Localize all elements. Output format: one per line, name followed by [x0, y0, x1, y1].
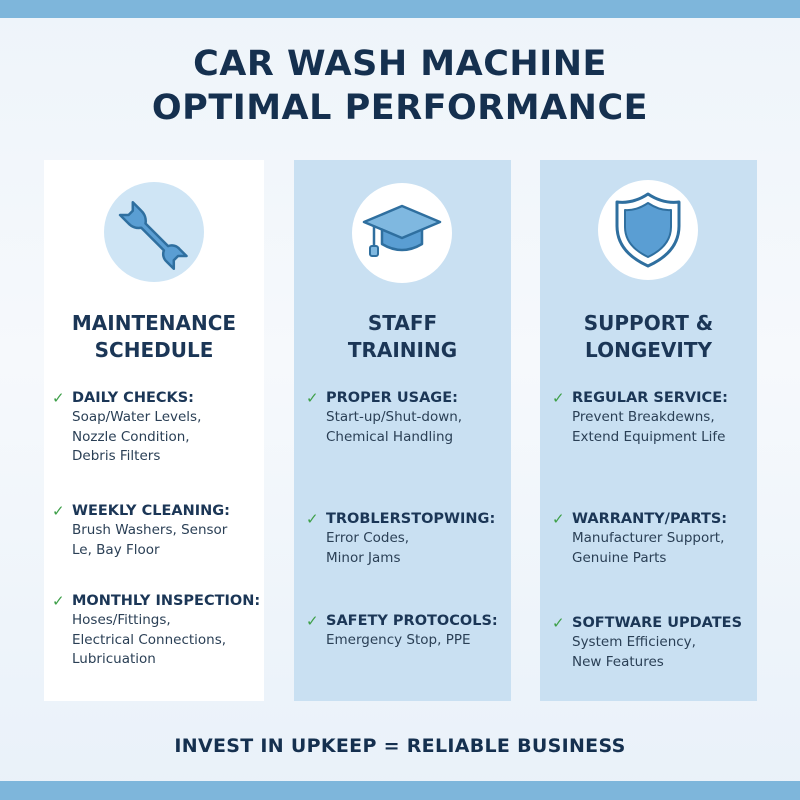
- section-line: New Features: [572, 653, 664, 670]
- section-line: Brush Washers, Sensor: [72, 522, 228, 538]
- section-safety-protocols: ✓ SAFETY PROTOCOLS: Emergency Stop, PPE: [306, 612, 511, 651]
- section-heading: ✓ TROBLERSTOPWING:: [306, 510, 511, 529]
- section-heading-text: REGULAR SERVICE:: [572, 390, 728, 406]
- section-heading: ✓ SOFTWARE UPDATES: [552, 614, 757, 633]
- section-body: Error Codes, Minor Jams: [306, 529, 511, 568]
- section-heading-text: WARRANTY/PARTS:: [572, 511, 728, 527]
- section-heading-text: WEEKLY CLEANING:: [72, 503, 230, 519]
- card-title-line: STAFF: [367, 311, 438, 335]
- check-icon: ✓: [306, 510, 319, 528]
- section-heading: ✓ SAFETY PROTOCOLS:: [306, 612, 511, 631]
- card-title: SUPPORT & LONGEVITY: [540, 310, 757, 364]
- section-line: Lubricuation: [72, 651, 156, 667]
- card-title-line: TRAINING: [347, 338, 458, 362]
- card-title: STAFF TRAINING: [294, 310, 511, 364]
- section-troubleshooting: ✓ TROBLERSTOPWING: Error Codes, Minor Jam…: [306, 510, 511, 568]
- wrench-icon: [104, 182, 204, 282]
- section-heading: ✓ WARRANTY/PARTS:: [552, 510, 757, 529]
- title-line-1: CAR WASH MACHINE: [193, 44, 607, 84]
- card-title-line: MAINTENANCE: [71, 311, 237, 335]
- section-line: Extend Equipment Life: [572, 428, 726, 445]
- section-line: Nozzle Condition,: [72, 428, 190, 445]
- section-heading: ✓ DAILY CHECKS:: [52, 389, 262, 408]
- shield-icon: [598, 180, 698, 280]
- top-band: [0, 0, 800, 18]
- section-body: Emergency Stop, PPE: [306, 631, 511, 651]
- section-heading: ✓ PROPER USAGE:: [306, 389, 511, 408]
- section-heading-text: SOFTWARE UPDATES: [572, 615, 743, 631]
- section-line: Genuine Parts: [572, 549, 667, 566]
- support-card: SUPPORT & LONGEVITY ✓ REGULAR SERVICE: Pr…: [540, 160, 757, 701]
- bottom-band: [0, 781, 800, 800]
- section-body: Soap/Water Levels, Nozzle Condition, Deb…: [52, 408, 262, 467]
- section-body: Brush Washers, Sensor Le, Bay Floor: [52, 521, 262, 560]
- title-line-2: OPTIMAL PERFORMANCE: [151, 88, 649, 128]
- maintenance-card: MAINTENANCE SCHEDULE ✓ DAILY CHECKS: Soap…: [44, 160, 264, 701]
- section-line: Le, Bay Floor: [72, 541, 160, 558]
- check-icon: ✓: [552, 510, 565, 528]
- section-weekly-cleaning: ✓ WEEKLY CLEANING: Brush Washers, Sensor …: [52, 502, 262, 560]
- section-warranty-parts: ✓ WARRANTY/PARTS: Manufacturer Support, G…: [552, 510, 757, 568]
- section-line: Manufacturer Support,: [572, 530, 725, 546]
- section-line: Chemical Handling: [326, 428, 454, 445]
- section-heading-text: SAFETY PROTOCOLS:: [326, 613, 498, 629]
- section-heading-text: PROPER USAGE:: [326, 390, 458, 406]
- check-icon: ✓: [52, 389, 65, 407]
- section-body: Start-up/Shut-down, Chemical Handling: [306, 408, 511, 447]
- section-proper-usage: ✓ PROPER USAGE: Start-up/Shut-down, Chemi…: [306, 389, 511, 447]
- check-icon: ✓: [52, 592, 65, 610]
- footer-tagline: INVEST IN UPKEEP = RELIABLE BUSINESS: [174, 735, 626, 757]
- card-title-line: SUPPORT &: [583, 311, 714, 335]
- page-title: CAR WASH MACHINE OPTIMAL PERFORMANCE: [0, 42, 800, 130]
- section-software-updates: ✓ SOFTWARE UPDATES System Efficiency, New…: [552, 614, 757, 672]
- section-regular-service: ✓ REGULAR SERVICE: Prevent Breakdewns, Ex…: [552, 389, 757, 447]
- training-card: STAFF TRAINING ✓ PROPER USAGE: Start-up/S…: [294, 160, 511, 701]
- section-line: Emergency Stop, PPE: [326, 632, 471, 648]
- section-monthly-inspection: ✓ MONTHLY INSPECTION: Hoses/Fittings, Ele…: [52, 592, 262, 670]
- section-body: Hoses/Fittings, Electrical Connections, …: [52, 611, 262, 670]
- section-line: Error Codes,: [326, 530, 410, 546]
- check-icon: ✓: [52, 502, 65, 520]
- section-body: Prevent Breakdewns, Extend Equipment Lif…: [552, 408, 757, 447]
- section-heading-text: DAILY CHECKS:: [72, 390, 194, 406]
- check-icon: ✓: [306, 612, 319, 630]
- section-line: Electrical Connections,: [72, 631, 227, 648]
- section-body: Manufacturer Support, Genuine Parts: [552, 529, 757, 568]
- check-icon: ✓: [552, 389, 565, 407]
- check-icon: ✓: [306, 389, 319, 407]
- section-line: System Efficiency,: [572, 634, 696, 650]
- section-heading-text: MONTHLY INSPECTION:: [72, 593, 261, 609]
- section-daily-checks: ✓ DAILY CHECKS: Soap/Water Levels, Nozzle…: [52, 389, 262, 467]
- section-line: Soap/Water Levels,: [72, 409, 202, 425]
- section-heading: ✓ MONTHLY INSPECTION:: [52, 592, 262, 611]
- section-line: Debris Filters: [72, 448, 161, 464]
- card-title-line: SCHEDULE: [94, 338, 214, 362]
- section-heading-text: TROBLERSTOPWING:: [326, 511, 496, 527]
- section-body: System Efficiency, New Features: [552, 633, 757, 672]
- section-line: Hoses/Fittings,: [72, 612, 171, 628]
- section-line: Start-up/Shut-down,: [326, 409, 463, 425]
- section-line: Minor Jams: [326, 549, 401, 566]
- section-line: Prevent Breakdewns,: [572, 409, 715, 425]
- check-icon: ✓: [552, 614, 565, 632]
- section-heading: ✓ REGULAR SERVICE:: [552, 389, 757, 408]
- graduation-cap-icon: [352, 183, 452, 283]
- card-title: MAINTENANCE SCHEDULE: [44, 310, 264, 364]
- section-heading: ✓ WEEKLY CLEANING:: [52, 502, 262, 521]
- card-title-line: LONGEVITY: [585, 338, 712, 362]
